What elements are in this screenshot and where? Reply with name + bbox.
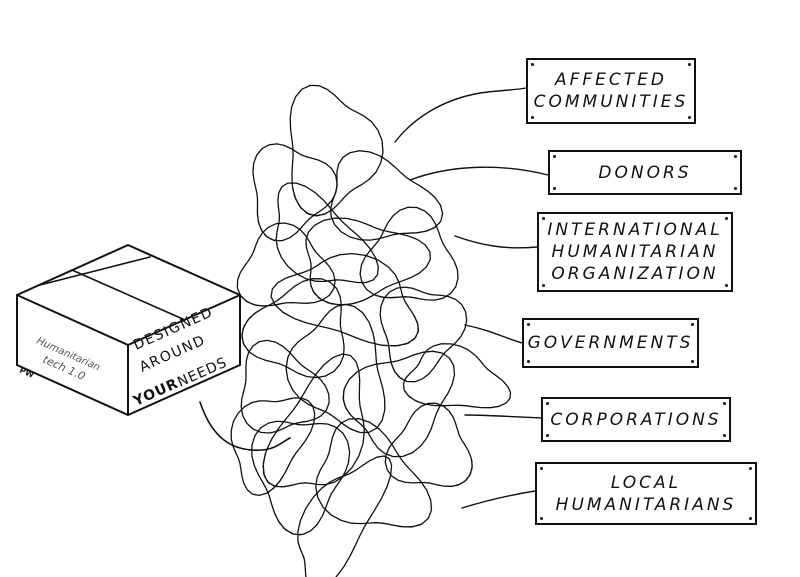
label-line: AFFECTED [554,70,667,90]
tangle-loop [230,397,316,497]
product-box: Humanitarian tech 1.0 PW DESIGNED AROUND… [16,244,241,416]
stakeholder-connectors [394,87,549,509]
tangle-loop [251,420,351,536]
box-slogan-needs: NEEDS [175,355,230,391]
connector-governments [464,324,523,344]
box-flap-line [39,256,151,286]
tangle-loop [241,278,345,379]
tangle-loop [402,343,512,409]
label-line: HUMANITARIANS [555,494,737,515]
connector-corporations [464,414,542,419]
tangle-loop [330,150,444,241]
box-left-face [16,294,129,416]
tangle-loop [252,143,338,242]
tangled-scribble [230,84,512,577]
box-connector [199,401,291,451]
connector-local [461,490,536,509]
tangle-loop [384,402,473,488]
label-line: DONORS [598,162,692,183]
tangle-loop [297,455,393,577]
box-slogan-your: YOUR [130,376,181,410]
label-line: HUMANITARIAN [551,242,719,262]
tangle-loop [359,206,459,301]
label-affected-communities: AFFECTED COMMUNITIES [526,58,696,124]
label-corporations: CORPORATIONS [541,397,731,442]
tangle-loop [275,182,379,284]
tangle-loop [285,303,386,434]
box-tape-line [71,269,186,321]
label-governments: GOVERNMENTS [522,318,699,368]
label-line: GOVERNMENTS [527,333,694,353]
label-international-humanitarian-organization: INTERNATIONAL HUMANITARIAN ORGANIZATION [537,212,733,292]
tangle-loop [289,84,384,217]
connector-intl [454,235,538,249]
tangle-loop [262,353,365,488]
label-line: COMMUNITIES [533,92,689,112]
box-mark: PW [18,366,35,380]
label-line: INTERNATIONAL [547,220,723,240]
label-donors: DONORS [548,150,742,195]
tangle-loop [270,252,420,347]
box-right-face [127,294,241,416]
tangle-loop [315,418,433,528]
connector-donors [409,166,549,181]
label-line: LOCAL [610,472,682,493]
label-line: ORGANIZATION [551,264,719,284]
connector-affected [394,87,527,143]
tangle-loop [342,350,456,458]
label-line: CORPORATIONS [550,409,722,430]
tangle-loop [379,286,468,383]
tangle-loop [305,217,431,306]
label-local-humanitarians: LOCAL HUMANITARIANS [535,462,757,525]
tangle-loop [236,222,336,307]
